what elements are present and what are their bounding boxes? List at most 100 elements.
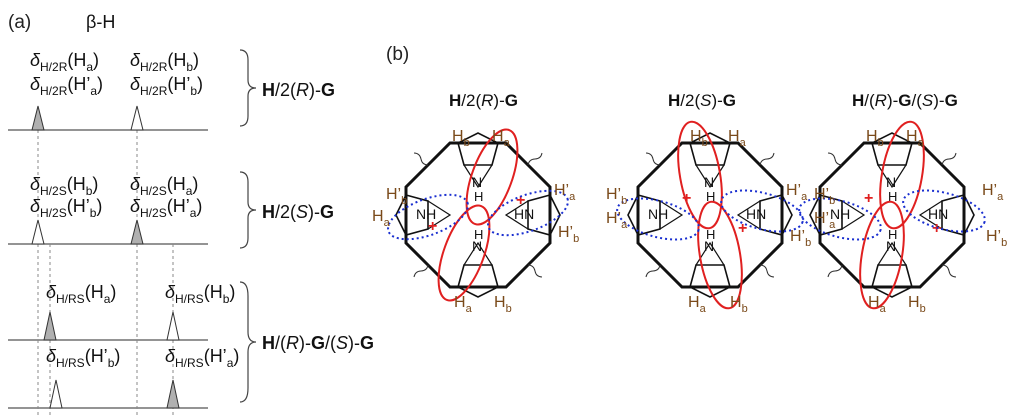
panel-b-label: (b): [386, 44, 409, 65]
proton-label: Ha: [688, 294, 707, 315]
peak-label: δH/2R(H’a): [30, 74, 103, 98]
complex-label: H/2(R)-G: [262, 80, 335, 100]
proton-label: H’a: [554, 182, 576, 203]
red-ellipse: [437, 204, 491, 302]
charge-label: +: [738, 220, 747, 237]
peak-label: δH/RS(Ha): [46, 282, 116, 306]
atom-label: H: [474, 189, 483, 204]
proton-label: H’a: [814, 210, 836, 231]
proton-label: H’a: [786, 182, 808, 203]
brace: [239, 281, 257, 403]
peak-label: δH/RS(H’a): [165, 346, 239, 370]
blue-ellipse: [387, 193, 469, 241]
atom-label: N: [472, 174, 482, 190]
atom-label: NH: [648, 206, 668, 222]
atom-label: N: [704, 238, 714, 254]
meso-substituent: [827, 152, 843, 166]
atom-label: HN: [928, 206, 948, 222]
peak-label: δH/2S(H’b): [30, 196, 102, 220]
atom-label: N: [886, 174, 896, 190]
peak-open: [166, 311, 180, 341]
peak-label: δH/2R(Ha): [30, 50, 99, 74]
blue-ellipse: [720, 189, 804, 233]
structure-title: H/2(S)-G: [668, 91, 736, 110]
proton-label: Ha: [492, 128, 511, 149]
inner-bond: [427, 164, 529, 266]
proton-label: H’a: [606, 210, 628, 231]
peak-label: δH/RS(Hb): [165, 282, 235, 306]
red-ellipse: [677, 120, 723, 230]
pyrrole-ring: [759, 194, 793, 236]
meso-substituent: [941, 264, 957, 278]
peak-open: [130, 105, 144, 131]
proton-label: Ha: [728, 128, 747, 149]
peak-label: δH/2R(H’b): [130, 74, 203, 98]
proton-label: H’b: [606, 186, 627, 207]
complex-label: H/(R)-G/(S)-G: [262, 333, 374, 353]
peak-label: δH/2R(Hb): [130, 50, 199, 74]
atom-label: H: [888, 227, 897, 242]
peak-label: δH/RS(H’b): [46, 346, 120, 370]
atom-label: HN: [746, 206, 766, 222]
proton-label: Hb: [866, 128, 884, 149]
inner-bond: [841, 164, 943, 266]
peak-filled: [130, 219, 144, 245]
pyrrole-ring: [527, 194, 561, 236]
proton-label: H’b: [386, 186, 407, 207]
atom-label: H: [888, 189, 897, 204]
atom-label: N: [886, 238, 896, 254]
proton-label: H’b: [814, 186, 835, 207]
complex-label: H/2(S)-G: [262, 202, 334, 222]
atom-label: H: [474, 227, 483, 242]
meso-substituent: [759, 264, 775, 278]
red-ellipse: [697, 200, 743, 310]
inner-bond: [659, 164, 761, 266]
blue-ellipse: [798, 197, 882, 241]
proton-label: H’b: [790, 228, 811, 249]
peak-open: [49, 379, 63, 409]
pyrrole-ring: [871, 132, 913, 166]
blue-ellipse: [616, 197, 700, 241]
proton-label: H’b: [558, 224, 579, 245]
peak-filled: [166, 379, 180, 409]
charge-label: +: [428, 218, 437, 235]
peak-filled: [43, 311, 57, 341]
peak-label: δH/2S(H’a): [130, 196, 202, 220]
meso-substituent: [413, 152, 429, 166]
atom-label: HN: [514, 206, 534, 222]
charge-label: +: [864, 190, 873, 207]
proton-label: Ha: [372, 208, 391, 229]
brace: [239, 49, 257, 127]
red-ellipse: [465, 128, 519, 226]
panel-a-label: (a): [8, 12, 31, 33]
proton-label: Hb: [452, 128, 470, 149]
atom-label: NH: [416, 206, 436, 222]
meso-substituent: [827, 264, 843, 278]
peak-label: δH/2S(Ha): [130, 174, 198, 198]
charge-label: +: [682, 190, 691, 207]
meso-substituent: [527, 264, 543, 278]
meso-substituent: [941, 152, 957, 166]
atom-label: H: [706, 189, 715, 204]
atom-label: H: [706, 227, 715, 242]
atom-label: N: [704, 174, 714, 190]
atom-label: N: [472, 238, 482, 254]
blue-ellipse: [902, 189, 986, 233]
meso-substituent: [413, 264, 429, 278]
proton-label: Hb: [494, 294, 512, 315]
proton-label: Ha: [868, 294, 887, 315]
pyrrole-ring: [457, 264, 499, 298]
brace: [239, 171, 257, 249]
blue-ellipse: [487, 189, 569, 237]
pyrrole-ring: [689, 264, 731, 298]
proton-label: Hb: [690, 128, 708, 149]
proton-label: Hb: [730, 294, 748, 315]
beta-h-label: β-H: [86, 12, 115, 32]
meso-substituent: [759, 152, 775, 166]
atom-label: NH: [830, 206, 850, 222]
meso-substituent: [527, 152, 543, 166]
